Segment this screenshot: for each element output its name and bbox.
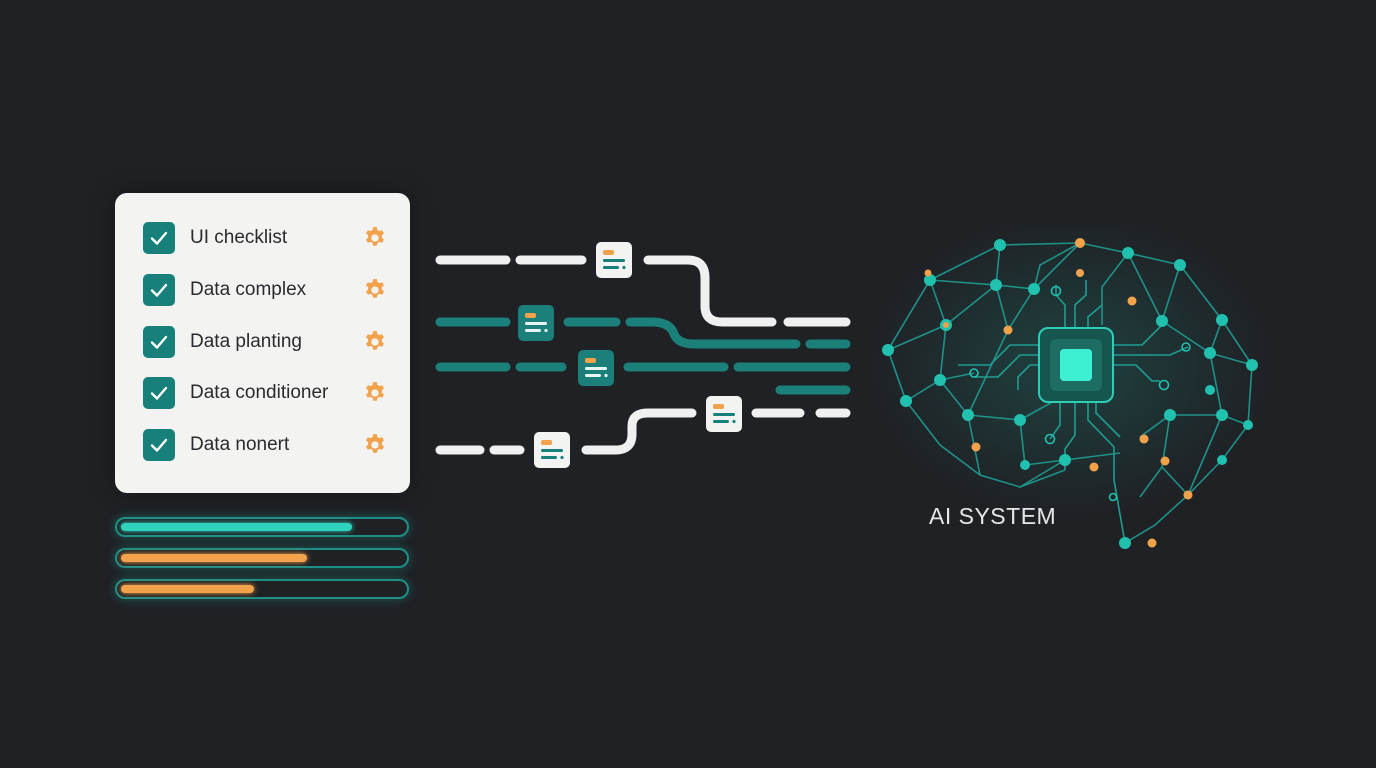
document-icon — [596, 242, 632, 278]
progress-fill — [121, 523, 352, 531]
check-icon[interactable] — [143, 377, 175, 409]
gear-icon[interactable] — [362, 432, 388, 458]
document-icon — [578, 350, 614, 386]
document-icon — [534, 432, 570, 468]
check-icon[interactable] — [143, 429, 175, 461]
progress-bar-3 — [115, 579, 409, 599]
check-icon[interactable] — [143, 326, 175, 358]
check-icon[interactable] — [143, 222, 175, 254]
checklist-item-label: Data planting — [190, 331, 302, 352]
checklist-panel: UI checklist Data complex Data planting … — [115, 193, 410, 493]
checklist-item-data-planting[interactable]: Data planting — [143, 325, 388, 359]
document-icon — [706, 396, 742, 432]
check-icon[interactable] — [143, 274, 175, 306]
ai-brain-network — [870, 225, 1270, 549]
progress-fill — [121, 585, 254, 593]
checklist-item-ui-checklist[interactable]: UI checklist — [143, 221, 388, 255]
checklist-item-label: Data nonert — [190, 434, 290, 455]
checklist-item-data-conditioner[interactable]: Data conditioner — [143, 376, 388, 410]
ai-system-label: AI SYSTEM — [929, 503, 1057, 529]
checklist-item-label: Data complex — [190, 279, 307, 300]
progress-bar-2 — [115, 548, 409, 568]
progress-fill — [121, 554, 307, 562]
gear-icon[interactable] — [362, 277, 388, 303]
checklist-item-label: UI checklist — [190, 227, 288, 248]
gear-icon[interactable] — [362, 380, 388, 406]
gear-icon[interactable] — [362, 225, 388, 251]
progress-bar-1 — [115, 517, 409, 537]
gear-icon[interactable] — [362, 329, 388, 355]
data-flow-lines — [435, 242, 851, 468]
checklist-item-data-complex[interactable]: Data complex — [143, 273, 388, 307]
document-icon — [518, 305, 554, 341]
checklist-item-label: Data conditioner — [190, 382, 329, 403]
checklist-item-data-nonert[interactable]: Data nonert — [143, 428, 388, 462]
